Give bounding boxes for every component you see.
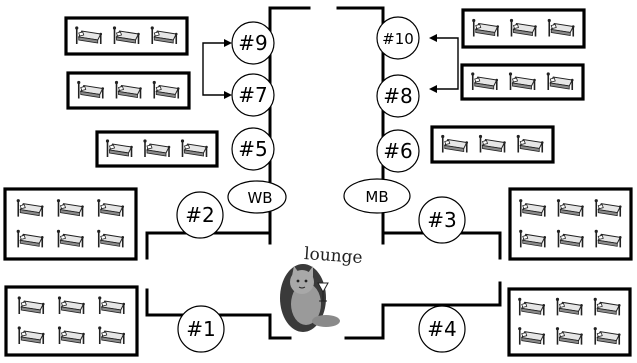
lounge-area[interactable]: lounge (280, 244, 363, 332)
room-7-label: #7 (238, 83, 267, 107)
bed-box-room-3 (508, 187, 633, 261)
room-9[interactable]: #9 (231, 21, 275, 65)
lounge-label: lounge (303, 244, 363, 268)
bed-box-room-2 (3, 187, 138, 261)
room-4[interactable]: #4 (418, 305, 466, 353)
bed-box-room-4 (507, 287, 632, 357)
room-6[interactable]: #6 (376, 129, 420, 173)
room-1-label: #1 (186, 317, 215, 341)
room-6-label: #6 (383, 139, 412, 163)
bathroom-wb-label: WB (247, 189, 272, 207)
room-7[interactable]: #7 (231, 73, 275, 117)
bathroom-mb-label: MB (365, 188, 388, 206)
room-3[interactable]: #3 (418, 196, 466, 244)
room-8[interactable]: #8 (376, 74, 420, 118)
room-5[interactable]: #5 (231, 127, 275, 171)
connector-10-8-arrow (429, 34, 459, 93)
room-9-label: #9 (238, 31, 267, 55)
room-5-label: #5 (238, 137, 267, 161)
connector-9-7-arrow (202, 39, 232, 99)
bed-box-room-1 (4, 285, 139, 357)
room-10[interactable]: #10 (376, 16, 420, 60)
bathroom-wb[interactable]: WB (227, 180, 287, 214)
room-1[interactable]: #1 (177, 305, 225, 353)
bathroom-mb[interactable]: MB (343, 178, 411, 214)
cat-with-drink-icon (280, 264, 340, 332)
room-8-label: #8 (383, 84, 412, 108)
room-3-label: #3 (427, 208, 456, 232)
room-10-label: #10 (382, 30, 414, 48)
room-4-label: #4 (427, 317, 456, 341)
room-2[interactable]: #2 (176, 191, 224, 239)
room-2-label: #2 (185, 203, 214, 227)
